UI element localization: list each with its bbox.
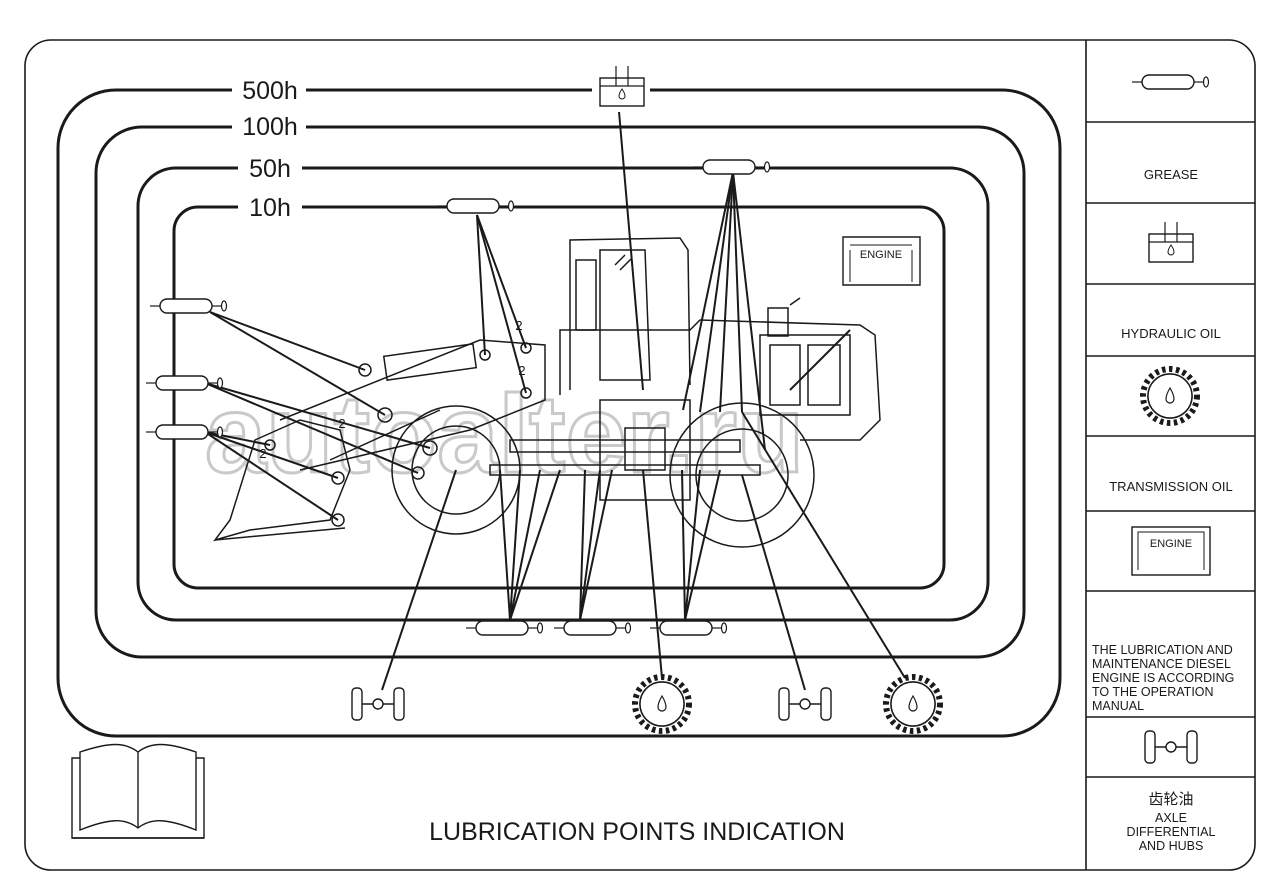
legend-engine-icon: ENGINE bbox=[1131, 526, 1211, 576]
grease-gun-icon bbox=[436, 198, 515, 214]
leader-lines bbox=[204, 99, 906, 691]
outer-frame bbox=[24, 39, 1256, 871]
svg-text:TO THE OPERATION: TO THE OPERATION bbox=[1092, 685, 1214, 699]
grease-gun-icon bbox=[649, 620, 728, 636]
callout-numbers: 2 2 2 2 bbox=[259, 318, 525, 461]
legend-hydraulic-label: HYDRAULIC OIL bbox=[1121, 326, 1221, 341]
interval-50h: 50h bbox=[249, 155, 291, 183]
legend-axle-note-1: AXLE bbox=[1155, 811, 1187, 825]
legend-grease-label: GREASE bbox=[1144, 167, 1199, 182]
axle-icon bbox=[778, 687, 832, 721]
engine-manual-label: ENGINE bbox=[860, 249, 902, 261]
svg-text:THE LUBRICATION AND: THE LUBRICATION AND bbox=[1092, 643, 1233, 657]
svg-text:MANUAL: MANUAL bbox=[1092, 699, 1144, 713]
interval-10h: 10h bbox=[249, 194, 291, 222]
grease-gun-icon bbox=[149, 298, 228, 314]
svg-text:2: 2 bbox=[515, 318, 522, 333]
legend-axle-note-3: AND HUBS bbox=[1139, 839, 1204, 853]
interval-500h: 500h bbox=[242, 77, 298, 105]
grease-gun-icon bbox=[465, 620, 544, 636]
legend-axle-icon bbox=[1144, 730, 1198, 764]
axle-icon bbox=[351, 687, 405, 721]
legend-transmission-label: TRANSMISSION OIL bbox=[1109, 479, 1233, 494]
legend-hydraulic-icon bbox=[1148, 221, 1194, 263]
svg-text:ENGINE IS ACCORDING: ENGINE IS ACCORDING bbox=[1092, 671, 1234, 685]
gear-icon bbox=[886, 677, 940, 731]
grease-gun-icon bbox=[692, 159, 771, 175]
legend-panel: GREASE HYDRAULIC OIL TRANSMISSION OIL EN… bbox=[1086, 74, 1255, 853]
svg-text:2: 2 bbox=[338, 416, 345, 431]
watermark: autoalter.ru bbox=[205, 373, 804, 496]
interval-100h: 100h bbox=[242, 113, 298, 141]
svg-text:MAINTENANCE DIESEL: MAINTENANCE DIESEL bbox=[1092, 657, 1231, 671]
legend-grease-icon bbox=[1131, 74, 1210, 90]
engine-manual-icon: ENGINE bbox=[842, 236, 921, 286]
manual-book-icon bbox=[71, 743, 205, 839]
grease-gun-icon bbox=[553, 620, 632, 636]
interval-loops bbox=[56, 88, 1062, 738]
legend-gear-oil-cn: 齿轮油 bbox=[1148, 790, 1193, 808]
svg-text:2: 2 bbox=[259, 446, 266, 461]
svg-text:2: 2 bbox=[518, 363, 525, 378]
legend-axle-note-2: DIFFERENTIAL bbox=[1127, 825, 1216, 839]
legend-engine-note: THE LUBRICATION AND MAINTENANCE DIESEL E… bbox=[1092, 643, 1234, 713]
legend-engine-label: ENGINE bbox=[1150, 538, 1192, 550]
legend-gear-icon bbox=[1143, 369, 1197, 423]
gear-icon bbox=[635, 677, 689, 731]
interval-labels: 500h 100h 50h 10h bbox=[232, 74, 306, 223]
page-title: LUBRICATION POINTS INDICATION bbox=[429, 818, 845, 846]
